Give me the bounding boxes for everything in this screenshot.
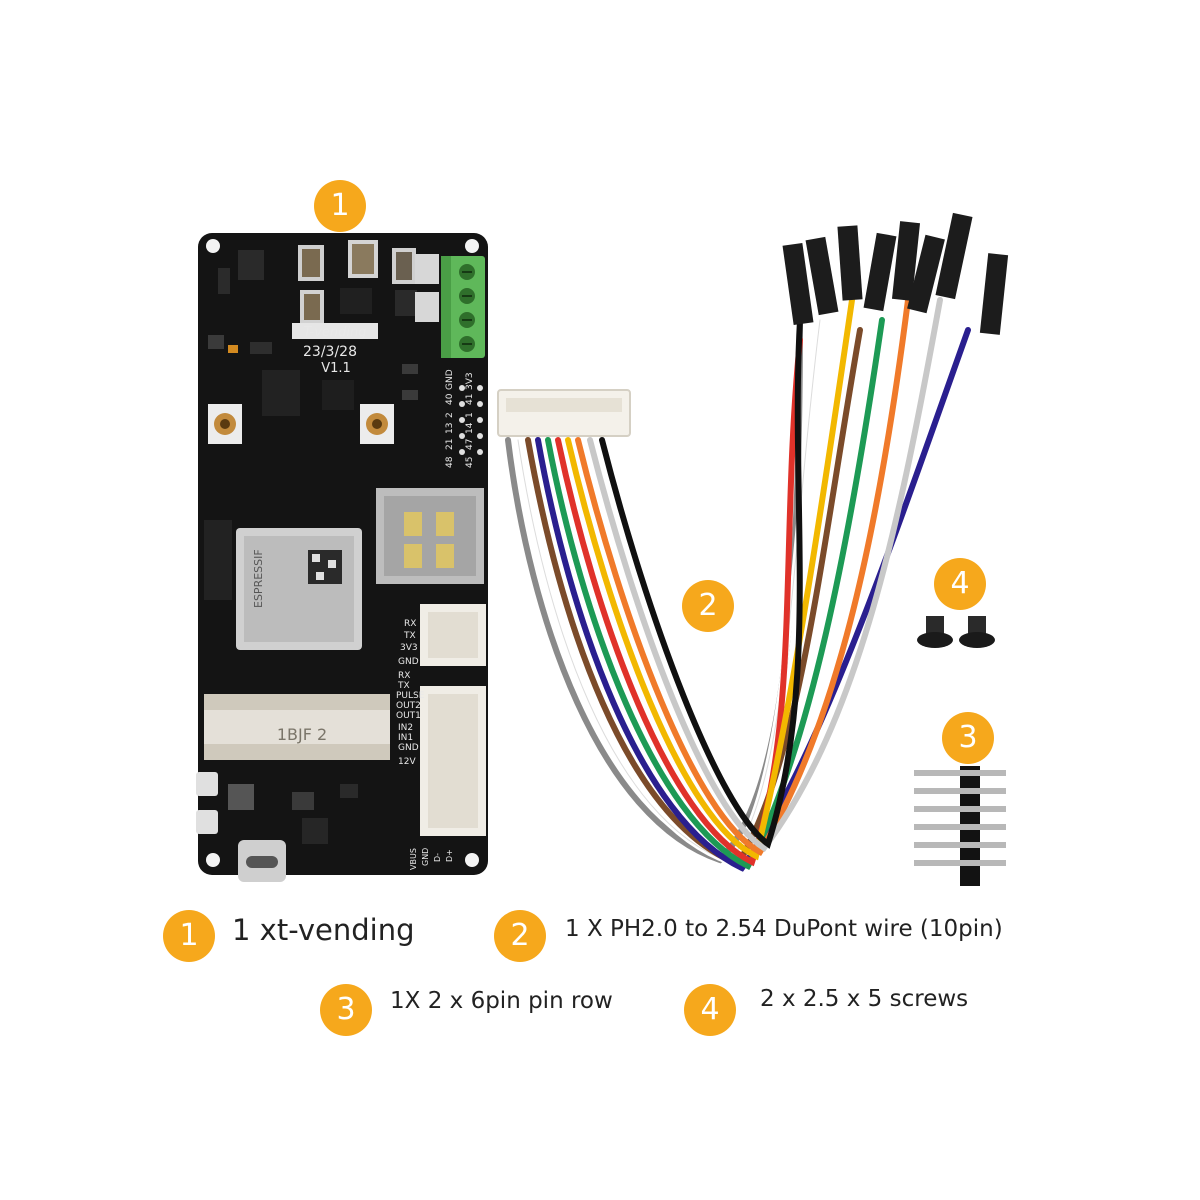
ph2-connector <box>497 389 631 437</box>
item-badge-1: 1 <box>314 180 366 232</box>
pin-label: 40 <box>445 393 455 405</box>
pin-label: D+ <box>445 849 454 862</box>
legend-badge-3: 3 <box>320 984 372 1036</box>
legend-caption-2: 1 X PH2.0 to 2.54 DuPont wire (10pin) <box>565 916 1003 942</box>
pin-label: 41 <box>465 394 475 405</box>
pin-label: 3V3 <box>465 372 475 390</box>
io-connector <box>420 686 486 836</box>
pin-label: D- <box>433 853 442 862</box>
pin-label: IN1 <box>398 733 413 743</box>
uart-connector <box>420 604 486 666</box>
pin-label: 13 <box>445 423 455 434</box>
board-date-label: 23/3/28 <box>303 344 357 360</box>
pin-label: GND <box>398 657 419 667</box>
pin-label: 45 <box>465 457 475 468</box>
pin-label: 21 <box>445 439 455 450</box>
pin-label: RX <box>404 619 416 629</box>
legend-caption-3: 1X 2 x 6pin pin row <box>390 988 613 1014</box>
pin-label: 3V3 <box>400 643 418 653</box>
legend-badge-2: 2 <box>494 910 546 962</box>
m2-slot: 1BJF 2 <box>204 694 390 760</box>
pin-label: TX <box>397 681 410 691</box>
board-name-label: T-vending <box>303 325 366 340</box>
pin-label: 12V <box>398 757 416 767</box>
legend-caption-1: 1 xt-vending <box>232 913 415 947</box>
t-vending-board: T-vending 23/3/28 V1.1 GND 3V3 40 41 2 1… <box>196 233 488 882</box>
item-badge-4: 4 <box>934 558 986 610</box>
pin-label: OUT1 <box>396 711 421 721</box>
slot-label: 1BJF 2 <box>277 725 327 744</box>
dupont-wire-bundle <box>505 297 971 872</box>
screws <box>917 616 995 648</box>
pin-label: GND <box>398 743 419 753</box>
pin-label: 47 <box>465 439 475 450</box>
dupont-heads <box>782 212 1009 335</box>
board-version-label: V1.1 <box>321 361 351 376</box>
esp32-module: ESPRESSIF <box>236 528 362 650</box>
item-badge-2: 2 <box>682 580 734 632</box>
item-badge-3: 3 <box>942 712 994 764</box>
sim-card-slot <box>376 488 484 584</box>
pin-label: 1 <box>465 412 475 418</box>
pin-label: RX <box>398 671 410 681</box>
usb-c-port <box>238 840 286 882</box>
pin-label: IN2 <box>398 723 413 733</box>
pin-label: 48 <box>445 456 455 468</box>
module-brand-label: ESPRESSIF <box>252 549 265 608</box>
legend-caption-4: 2 x 2.5 x 5 screws <box>760 986 969 1012</box>
screw-terminal <box>441 256 485 358</box>
pin-label: OUT2 <box>396 701 421 711</box>
top-pin-labels: GND 3V3 40 41 2 1 13 14 21 47 48 45 <box>445 369 483 468</box>
pin-label: PULSE <box>396 691 425 701</box>
pin-header <box>914 766 1006 886</box>
pin-label: VBUS <box>409 848 418 870</box>
pin-label: GND <box>421 848 430 866</box>
legend-badge-4: 4 <box>684 984 736 1036</box>
pin-label: 14 <box>465 422 475 434</box>
legend-badge-1: 1 <box>163 910 215 962</box>
pin-label: 2 <box>445 412 455 418</box>
pin-label: GND <box>445 369 455 390</box>
pin-label: TX <box>403 631 416 641</box>
